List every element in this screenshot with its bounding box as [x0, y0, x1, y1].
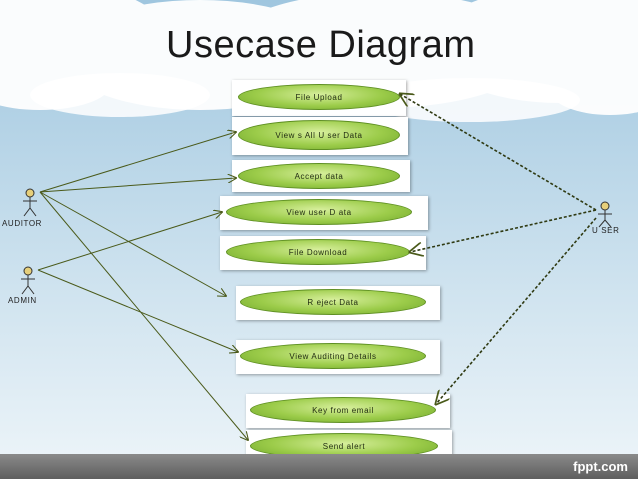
assoc-admin-view-user-data: [37, 212, 222, 271]
use-case-label: Accept data: [294, 171, 344, 181]
assoc-user-file-download: [410, 209, 597, 252]
use-case-accept-data[interactable]: Accept data: [238, 163, 400, 189]
use-case-label: Send alert: [322, 441, 366, 451]
assoc-auditor-send-alert: [39, 191, 248, 440]
assoc-auditor-views-all-user-data: [39, 132, 236, 193]
use-case-views-all-user-data[interactable]: View s All U ser Data: [238, 120, 400, 150]
use-case-label: View s All U ser Data: [275, 130, 363, 140]
use-case-reject-data[interactable]: R eject Data: [240, 289, 426, 315]
use-case-label: R eject Data: [307, 297, 359, 307]
assoc-admin-view-auditing-details: [37, 269, 238, 352]
use-case-key-from-email[interactable]: Key from email: [250, 397, 436, 423]
use-case-label: Key from email: [312, 405, 374, 415]
page-title: Usecase Diagram: [166, 24, 476, 66]
footer-brand: fppt.com: [573, 459, 628, 474]
user-actor-icon: [598, 201, 612, 228]
assoc-auditor-accept-data: [39, 178, 236, 193]
admin-actor-icon: [21, 266, 35, 295]
assoc-auditor-reject-data: [39, 191, 226, 296]
use-case-label: View user D ata: [286, 207, 352, 217]
use-case-view-auditing-details[interactable]: View Auditing Details: [240, 343, 426, 369]
use-case-label: View Auditing Details: [289, 351, 377, 361]
use-case-view-user-data[interactable]: View user D ata: [226, 199, 412, 225]
use-case-file-upload[interactable]: File Upload: [238, 84, 400, 110]
use-case-file-download[interactable]: File Download: [226, 239, 410, 265]
assoc-user-file-upload: [400, 94, 597, 211]
use-case-label: File Download: [288, 247, 348, 257]
footer-bar: [0, 454, 638, 479]
use-case-label: File Upload: [295, 92, 343, 102]
actor-label-user: U SER: [592, 226, 620, 235]
auditor-actor-icon: [23, 188, 37, 217]
actor-label-auditor: AUDITOR: [2, 219, 43, 228]
actor-label-admin: ADMIN: [8, 296, 37, 305]
assoc-user-key-from-email: [436, 217, 597, 404]
